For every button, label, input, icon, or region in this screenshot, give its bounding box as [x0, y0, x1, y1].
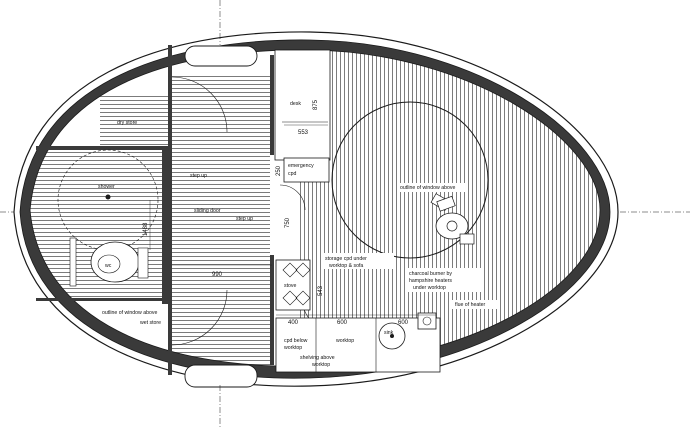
door-bottom — [184, 364, 258, 388]
shower-drain-icon — [105, 194, 111, 200]
label-cpd: cpd — [288, 171, 296, 177]
outer-shell — [13, 31, 619, 387]
label-outline-window-left: outline of window above — [102, 310, 157, 316]
label-step-up-upper: step up — [190, 173, 207, 179]
emergency-line-2: cpd — [288, 171, 296, 177]
label-charcoal-3: under worktop — [413, 285, 446, 291]
label-stove: stove — [284, 283, 297, 289]
label-sliding-door: sliding door — [194, 208, 221, 214]
bathroom-wall — [36, 146, 166, 150]
dim-400: 400 — [288, 320, 299, 326]
label-outline-window-right: outline of window above — [400, 185, 455, 191]
stove — [275, 259, 311, 311]
dim-990: 990 — [212, 272, 223, 278]
label-worktop: worktop — [336, 338, 354, 344]
label-storage-1: storage cpd under — [325, 256, 367, 262]
label-wet-store: wet store — [140, 320, 161, 326]
label-wc: wc — [105, 263, 112, 269]
label-desk: desk — [290, 101, 301, 107]
corridor-wall — [270, 55, 274, 155]
label-emergency: emergency — [288, 163, 314, 169]
dim-543: 543 — [318, 285, 324, 296]
shower-area — [57, 149, 159, 251]
label-shelving-1: shelving above — [300, 355, 335, 361]
label-step-up-lower: step up — [236, 216, 253, 222]
emergency-cupboard — [283, 157, 330, 183]
heater-flue — [417, 312, 437, 330]
dim-250: 250 — [276, 165, 282, 176]
desk — [274, 49, 331, 161]
bathroom-wall — [36, 298, 166, 301]
label-flue: flue of heater — [455, 302, 486, 308]
door-top — [184, 45, 258, 67]
corridor-wall — [168, 45, 172, 375]
label-dry-store: dry store — [117, 120, 137, 126]
bathroom-wall — [162, 146, 168, 304]
dim-750: 750 — [285, 217, 291, 228]
label-cpd-below-2: worktop — [284, 345, 302, 351]
dim-600a: 600 — [337, 320, 348, 326]
label-charcoal-1: charcoal burner by — [409, 271, 452, 277]
label-shower: shower — [98, 184, 115, 190]
dim-875: 875 — [313, 99, 319, 110]
wc-cistern — [137, 247, 149, 279]
label-shelving-2: worktop — [312, 362, 330, 368]
label-charcoal-2: hampshire heaters — [409, 278, 452, 284]
window-outline-circle — [331, 101, 489, 259]
dim-1488: 1488 — [143, 222, 149, 236]
label-cpd-below-1: cpd below — [284, 338, 308, 344]
seated-figure-icon — [430, 193, 475, 245]
label-sink: sink — [384, 330, 394, 336]
dim-553: 553 — [298, 130, 309, 136]
emergency-line-1: emergency — [288, 163, 314, 169]
dim-600b: 600 — [398, 320, 409, 326]
worktop — [275, 317, 441, 373]
corridor-wall — [270, 255, 274, 365]
label-storage-2: worktop & sofa — [329, 263, 363, 269]
